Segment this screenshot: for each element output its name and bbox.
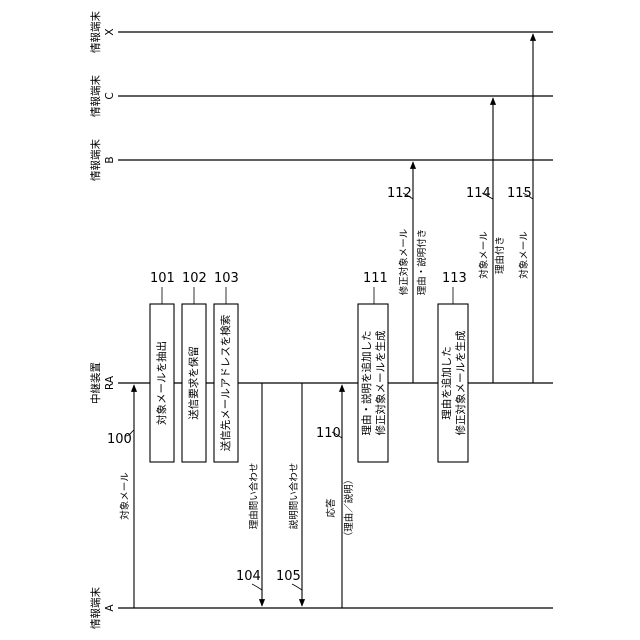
- terminal-c-label: 情報端末 C: [89, 75, 116, 117]
- message-105-leader: [292, 584, 302, 590]
- svg-text:X: X: [104, 28, 116, 35]
- message-100-number: 100: [107, 432, 132, 447]
- svg-text:理由・説明を追加した: 理由・説明を追加した: [360, 331, 373, 436]
- svg-text:修正対象メール: 修正対象メール: [398, 228, 410, 295]
- step-103-text: 送信先メールアドレスを検索: [219, 315, 232, 452]
- message-100-label: 対象メール: [119, 472, 131, 520]
- svg-text:理由・説明付き: 理由・説明付き: [416, 229, 428, 296]
- svg-text:C: C: [104, 92, 116, 99]
- message-105-label: 説明問い合わせ: [288, 463, 300, 530]
- svg-text:修正対象メールを生成: 修正対象メールを生成: [454, 330, 467, 435]
- message-114-label: 対象メール 理由付き: [478, 231, 506, 279]
- svg-text:応答: 応答: [325, 498, 337, 518]
- step-101-number: 101: [150, 271, 175, 286]
- svg-text:修正対象メールを生成: 修正対象メールを生成: [374, 330, 387, 435]
- svg-text:理由を追加した: 理由を追加した: [440, 346, 453, 420]
- step-101-text: 対象メールを抽出: [155, 341, 168, 425]
- message-104-leader: [252, 584, 262, 590]
- terminal-a-label: 情報端末 A: [89, 587, 116, 629]
- svg-text:（理由／説明）: （理由／説明）: [343, 475, 355, 542]
- message-110-number: 110: [316, 426, 341, 441]
- message-115-number: 115: [507, 186, 532, 201]
- terminal-x-label: 情報端末 X: [89, 11, 116, 53]
- svg-text:A: A: [104, 604, 116, 612]
- step-113-number: 113: [442, 271, 467, 286]
- message-104-label: 理由問い合わせ: [248, 463, 260, 530]
- relay-ra-label: 中継装置 RA: [89, 362, 116, 404]
- svg-text:理由付き: 理由付き: [494, 236, 506, 274]
- message-114-number: 114: [466, 186, 491, 201]
- terminal-b-label: 情報端末 B: [89, 139, 116, 181]
- svg-text:情報端末: 情報端末: [89, 139, 102, 181]
- message-105-number: 105: [276, 569, 301, 584]
- svg-text:対象メール: 対象メール: [478, 231, 490, 279]
- message-112-number: 112: [387, 186, 412, 201]
- step-103-number: 103: [214, 271, 239, 286]
- message-115-label: 対象メール: [518, 231, 530, 279]
- svg-text:情報端末: 情報端末: [89, 11, 102, 53]
- step-102-text: 送信要求を保留: [187, 346, 200, 420]
- svg-text:情報端末: 情報端末: [89, 75, 102, 117]
- step-102-number: 102: [182, 271, 207, 286]
- message-104-number: 104: [236, 569, 261, 584]
- svg-text:情報端末: 情報端末: [89, 587, 102, 629]
- svg-text:B: B: [104, 156, 116, 163]
- message-110-label: 応答 （理由／説明）: [325, 475, 355, 542]
- svg-text:RA: RA: [104, 375, 116, 390]
- svg-text:中継装置: 中継装置: [89, 362, 102, 404]
- step-111-number: 111: [363, 271, 388, 286]
